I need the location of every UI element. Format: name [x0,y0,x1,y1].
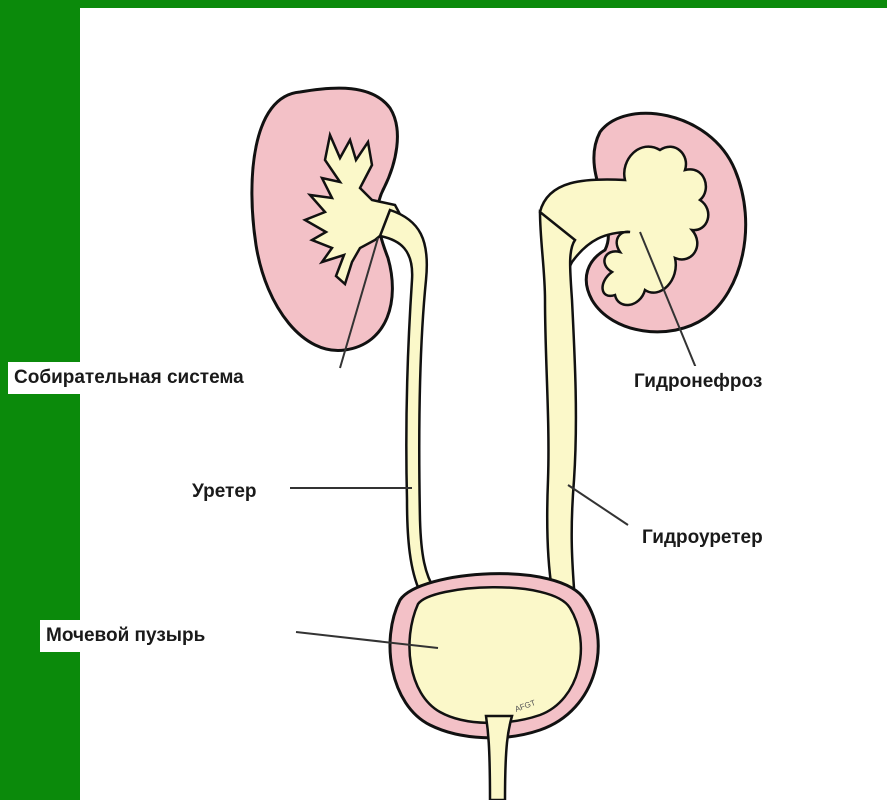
label-bladder: Мочевой пузырь [40,620,288,652]
label-hydronephrosis: Гидронефроз [628,366,768,398]
right-ureter [540,212,576,590]
label-collecting-system: Собирательная система [8,362,338,394]
bladder-lumen [409,587,580,723]
label-ureter: Уретер [186,476,263,508]
label-hydroureter: Гидроуретер [636,522,769,554]
urethra [486,716,512,800]
leader-hydroureter [568,485,628,525]
